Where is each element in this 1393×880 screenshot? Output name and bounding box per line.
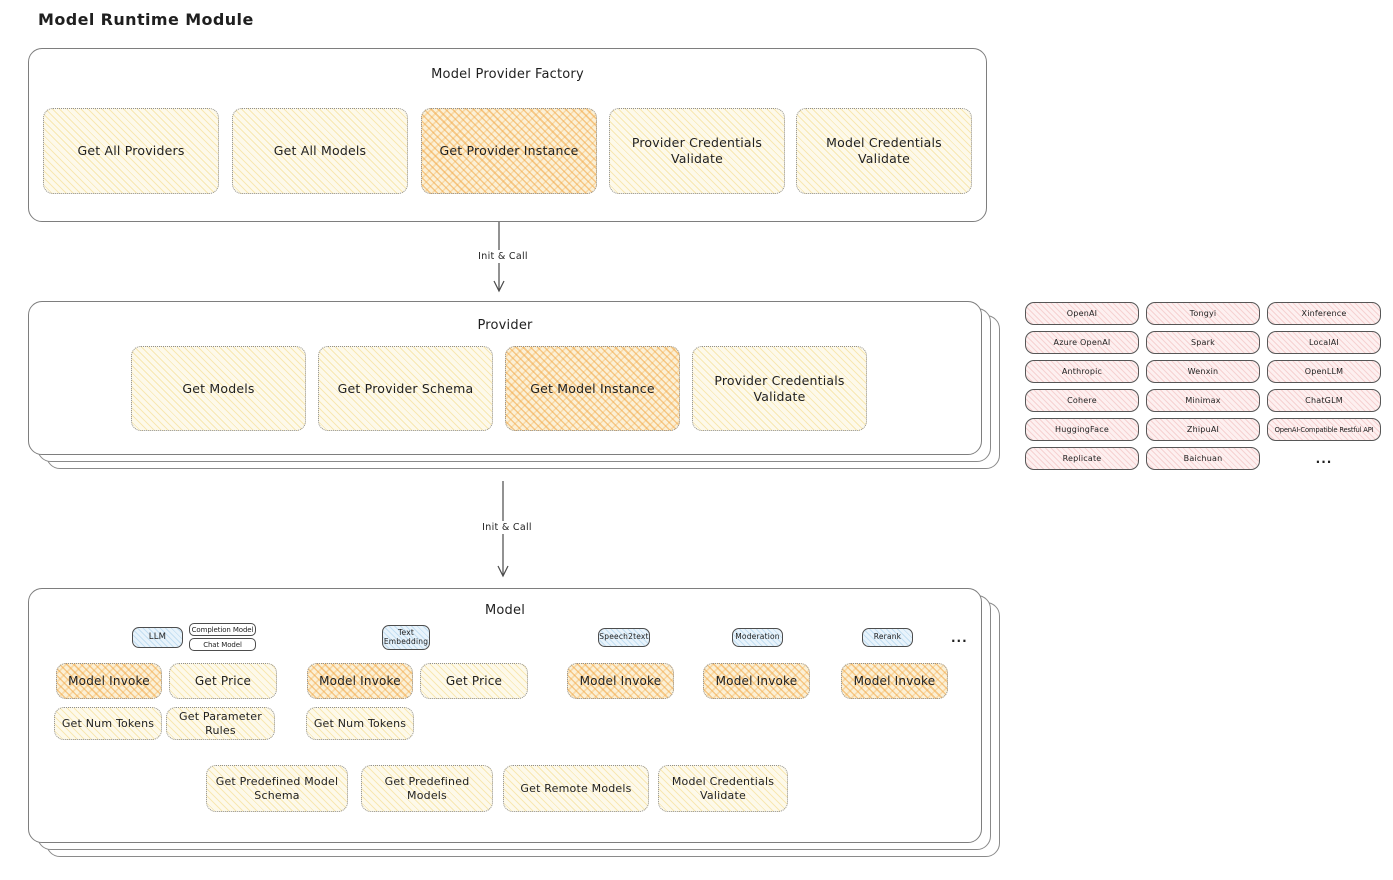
node-embedding-get-price: Get Price [420, 663, 528, 699]
node-embedding-get-num-tokens: Get Num Tokens [306, 707, 414, 740]
node-llm-get-num-tokens: Get Num Tokens [54, 707, 162, 740]
provider-container: Provider Get Models Get Provider Schema … [28, 301, 982, 455]
provider-chip-minimax: Minimax [1146, 389, 1260, 412]
model-title: Model [484, 603, 526, 618]
provider-chip-spark: Spark [1146, 331, 1260, 354]
tab-llm: LLM [132, 627, 183, 648]
node-get-models: Get Models [131, 346, 306, 431]
providers-more-ellipsis: ... [1315, 451, 1333, 466]
node-get-predefined-model-schema: Get Predefined Model Schema [206, 765, 348, 812]
provider-chip-huggingface: HuggingFace [1025, 418, 1139, 441]
provider-chip-xinference: Xinference [1267, 302, 1381, 325]
provider-chip-cohere: Cohere [1025, 389, 1139, 412]
provider-chip-replicate: Replicate [1025, 447, 1139, 470]
model-tabs-more-ellipsis: ... [951, 631, 968, 645]
node-get-provider-schema: Get Provider Schema [318, 346, 493, 431]
factory-container: Model Provider Factory Get All Providers… [28, 48, 987, 222]
node-provider-credentials-validate: Provider Credentials Validate [609, 108, 785, 194]
provider-chip-openai: OpenAI [1025, 302, 1139, 325]
provider-chip-baichuan: Baichuan [1146, 447, 1260, 470]
factory-title: Model Provider Factory [431, 67, 584, 82]
provider-chip-anthropic: Anthropic [1025, 360, 1139, 383]
node-llm-get-parameter-rules: Get Parameter Rules [166, 707, 275, 740]
provider-chip-tongyi: Tongyi [1146, 302, 1260, 325]
tab-completion-model: Completion Model [189, 623, 256, 636]
node-model-credentials-validate: Model Credentials Validate [796, 108, 972, 194]
provider-title: Provider [477, 318, 533, 333]
arrow1-label: Init & Call [466, 250, 540, 263]
node-get-predefined-models: Get Predefined Models [361, 765, 493, 812]
node-get-remote-models: Get Remote Models [503, 765, 649, 812]
node-rerank-model-invoke: Model Invoke [841, 663, 948, 699]
node-get-model-instance: Get Model Instance [505, 346, 680, 431]
node-get-all-models: Get All Models [232, 108, 408, 194]
node-get-all-providers: Get All Providers [43, 108, 219, 194]
node-moderation-model-invoke: Model Invoke [703, 663, 810, 699]
node-model-credentials-validate-2: Model Credentials Validate [658, 765, 788, 812]
tab-speech2text: Speech2text [598, 628, 650, 647]
node-llm-model-invoke: Model Invoke [56, 663, 162, 699]
provider-chip-wenxin: Wenxin [1146, 360, 1260, 383]
tab-text-embedding: Text Embedding [382, 625, 430, 650]
node-get-provider-instance: Get Provider Instance [421, 108, 597, 194]
provider-chip-chatglm: ChatGLM [1267, 389, 1381, 412]
node-embedding-model-invoke: Model Invoke [307, 663, 413, 699]
provider-chip-azure-openai: Azure OpenAI [1025, 331, 1139, 354]
node-llm-get-price: Get Price [169, 663, 277, 699]
arrow2-label: Init & Call [470, 521, 544, 534]
providers-grid: OpenAI Tongyi Xinference Azure OpenAI Sp… [1025, 302, 1381, 470]
provider-chip-openllm: OpenLLM [1267, 360, 1381, 383]
page-title: Model Runtime Module [38, 10, 254, 29]
node-speech2text-model-invoke: Model Invoke [567, 663, 674, 699]
tab-chat-model: Chat Model [189, 638, 256, 651]
provider-chip-localai: LocalAI [1267, 331, 1381, 354]
tab-rerank: Rerank [862, 628, 913, 647]
model-container: Model LLM Completion Model Chat Model Te… [28, 588, 982, 843]
node-provider-credentials-validate-2: Provider Credentials Validate [692, 346, 867, 431]
provider-chip-openai-compatible: OpenAI-Compatible Restful API [1267, 418, 1381, 441]
tab-moderation: Moderation [732, 628, 783, 647]
provider-chip-zhipuai: ZhipuAI [1146, 418, 1260, 441]
